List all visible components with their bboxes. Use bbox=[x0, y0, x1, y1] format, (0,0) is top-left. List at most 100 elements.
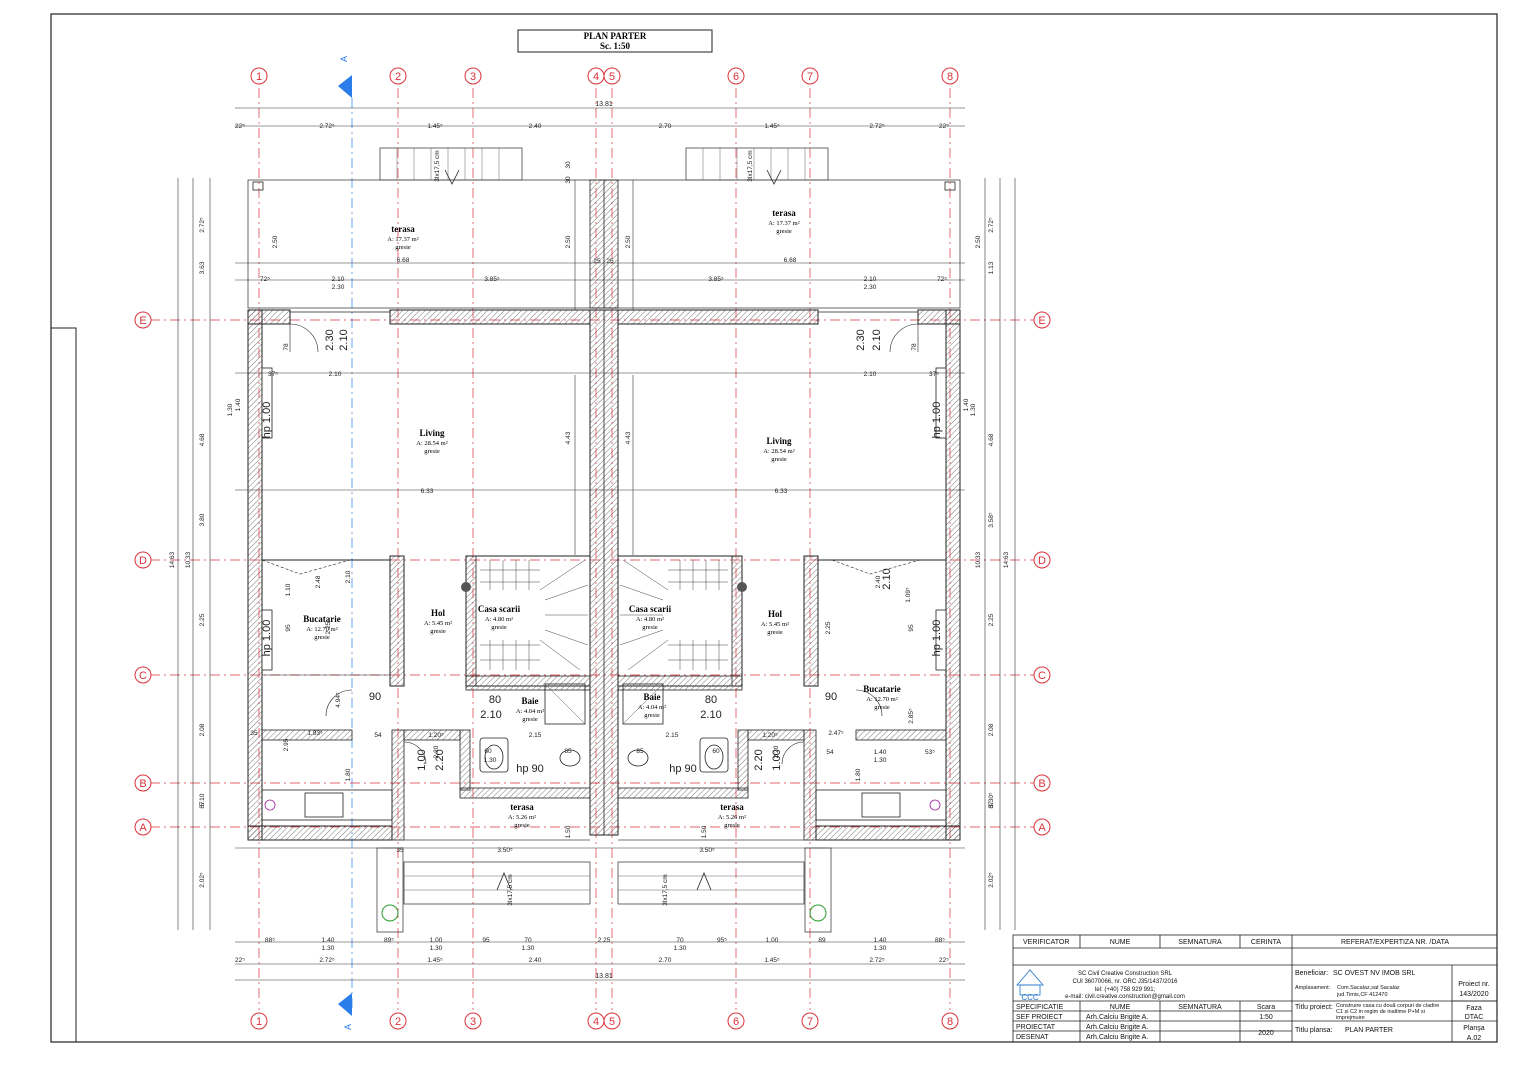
dimension-text: 1.09⁵ bbox=[905, 587, 912, 603]
title-block-plansa: A.02 bbox=[1467, 1035, 1482, 1042]
dimension-text: 95⁵ bbox=[717, 937, 727, 944]
dimension-text: 87 bbox=[199, 801, 206, 809]
dimension-text: 3.85⁵ bbox=[708, 276, 724, 283]
room-area: A: 5.26 m² bbox=[718, 814, 746, 821]
title-block-semnatura: SEMNATURA bbox=[1178, 939, 1222, 946]
dimension-text: 13.81 bbox=[595, 101, 613, 108]
plan-title-box bbox=[517, 29, 713, 53]
dimension-text: 5.10 bbox=[199, 793, 206, 806]
dimension-text: 90 bbox=[369, 691, 381, 703]
dimension-text: 2.10 bbox=[881, 568, 893, 589]
title-block-beneficiar-label: Beneficiar: bbox=[1295, 970, 1328, 977]
axis-label-top: 5 bbox=[609, 71, 615, 83]
dimension-text: 60 bbox=[712, 748, 720, 755]
section-mark-bottom: A bbox=[338, 993, 353, 1030]
room-area: A: 5.26 m² bbox=[508, 814, 536, 821]
dimension-text: 4.68 bbox=[199, 433, 206, 446]
dimension-text: 1.40 bbox=[322, 937, 335, 944]
room-area: A: 5.45 m² bbox=[424, 620, 452, 627]
room-area: A: 28.54 m² bbox=[416, 440, 447, 447]
room-name: terasa bbox=[772, 208, 796, 218]
title-block-titlu-proiect-3: imprejmuire bbox=[1336, 1015, 1365, 1021]
axis-label-left: B bbox=[139, 778, 146, 790]
dimension-text: 37⁵ bbox=[268, 371, 278, 378]
sheet-frame bbox=[50, 13, 1498, 1043]
dimension-text: 2.08 bbox=[199, 723, 206, 736]
room-area: A: 4.80 m² bbox=[485, 616, 513, 623]
room-finish: gresie bbox=[491, 624, 507, 631]
dimension-text: 3.63 bbox=[199, 261, 206, 274]
section-label-top: A bbox=[339, 56, 349, 62]
dimension-text: 2.10 bbox=[480, 709, 501, 721]
axis-label-bottom: 3 bbox=[470, 1016, 476, 1028]
dimension-text: 2.30 bbox=[864, 284, 877, 291]
dimension-text: 1.40 bbox=[874, 749, 887, 756]
dimension-text: 80 bbox=[705, 694, 717, 706]
dimension-text: 2.50 bbox=[625, 235, 632, 248]
dimension-text: 1.10 bbox=[285, 583, 292, 596]
dimension-text: 72⁵ bbox=[260, 276, 270, 283]
title-block-person: Arh.Calciu Brigite A. bbox=[1086, 1014, 1148, 1021]
room-finish: gresie bbox=[771, 456, 787, 463]
dimension-text: 2.47⁵ bbox=[828, 730, 844, 737]
title-block-proiect-nr: 143/2020 bbox=[1459, 991, 1488, 998]
dimension-text: 2.02⁵ bbox=[199, 872, 206, 888]
room-name: Hol bbox=[768, 609, 783, 619]
title-block-cerinta: CERINTA bbox=[1251, 939, 1282, 946]
axis-label-bottom: 7 bbox=[807, 1016, 813, 1028]
dimension-text: 95 bbox=[285, 624, 292, 632]
dimension-text: 1.20⁵ bbox=[428, 732, 444, 739]
dimension-text: 87 bbox=[988, 801, 995, 809]
room-area: A: 12.70 m² bbox=[306, 626, 337, 633]
axis-bubble-top bbox=[941, 67, 959, 85]
axis-bubble-bottom bbox=[464, 1012, 482, 1030]
dimension-text: hp 1.00 bbox=[931, 620, 943, 657]
dimension-text: 2.15 bbox=[666, 732, 679, 739]
title-block-sef-proiect: SEF PROIECT bbox=[1016, 1014, 1063, 1021]
title-block-logo-text: CCC bbox=[1021, 993, 1039, 1002]
dimension-text: 6.68 bbox=[784, 257, 797, 264]
room-finish: gresie bbox=[642, 624, 658, 631]
title-block-desenat: DESENAT bbox=[1016, 1034, 1049, 1041]
title-block-proiect-nr-label: Proiect nr. bbox=[1458, 981, 1490, 988]
dimension-text: 88⁵ bbox=[935, 937, 945, 944]
dimension-text: 3.58⁵ bbox=[988, 512, 995, 528]
room-area: A: 17.37 m² bbox=[387, 236, 418, 243]
dimension-text: 2.20 bbox=[434, 749, 446, 770]
axis-bubble-top bbox=[727, 67, 745, 85]
dimension-text: 25 bbox=[593, 258, 601, 265]
axis-bubble-left bbox=[134, 311, 152, 329]
dimension-text: 1.20⁵ bbox=[762, 732, 778, 739]
title-block-person: Arh.Calciu Brigite A. bbox=[1086, 1034, 1148, 1041]
dimension-text: 1.93⁵ bbox=[307, 730, 323, 737]
title-block-nume: NUME bbox=[1110, 939, 1131, 946]
dimension-text: 2.30 bbox=[332, 284, 345, 291]
axis-bubble-right bbox=[1033, 551, 1051, 569]
dimension-text: 2.50 bbox=[272, 235, 279, 248]
dimension-text: 88⁵ bbox=[265, 937, 275, 944]
room-finish: gresie bbox=[424, 448, 440, 455]
axis-bubble-top bbox=[603, 67, 621, 85]
room-name: Hol bbox=[431, 608, 446, 618]
dimension-text: 2.02⁵ bbox=[988, 872, 995, 888]
room-area: A: 4.04 m² bbox=[516, 708, 544, 715]
axis-bubble-bottom bbox=[603, 1012, 621, 1030]
room-area: A: 4.04 m² bbox=[638, 704, 666, 711]
title-block-verificator: VERIFICATOR bbox=[1023, 939, 1069, 946]
dimension-text: 1.80 bbox=[345, 768, 352, 781]
dimension-text: 3lx17,5 cm bbox=[507, 874, 514, 905]
title-block-beneficiar: SC OVEST NV IMOB SRL bbox=[1333, 970, 1415, 977]
dimension-text: 85 bbox=[636, 748, 644, 755]
dimension-text: 35 bbox=[396, 847, 404, 854]
title-block-scara-label: Scara bbox=[1257, 1004, 1275, 1011]
dimension-text: 2.50 bbox=[975, 235, 982, 248]
title-block-semnatura-2: NUME bbox=[1110, 1004, 1131, 1011]
dimension-text: 85 bbox=[564, 748, 572, 755]
room-finish: gresie bbox=[314, 634, 330, 641]
dimension-text: 2.48 bbox=[315, 575, 322, 588]
dimension-text: 2.10 bbox=[700, 709, 721, 721]
dimension-text: 4.68 bbox=[988, 433, 995, 446]
title-block-person: Arh.Calciu Brigite A. bbox=[1086, 1024, 1148, 1031]
dimension-text: hp 1.00 bbox=[261, 620, 273, 657]
